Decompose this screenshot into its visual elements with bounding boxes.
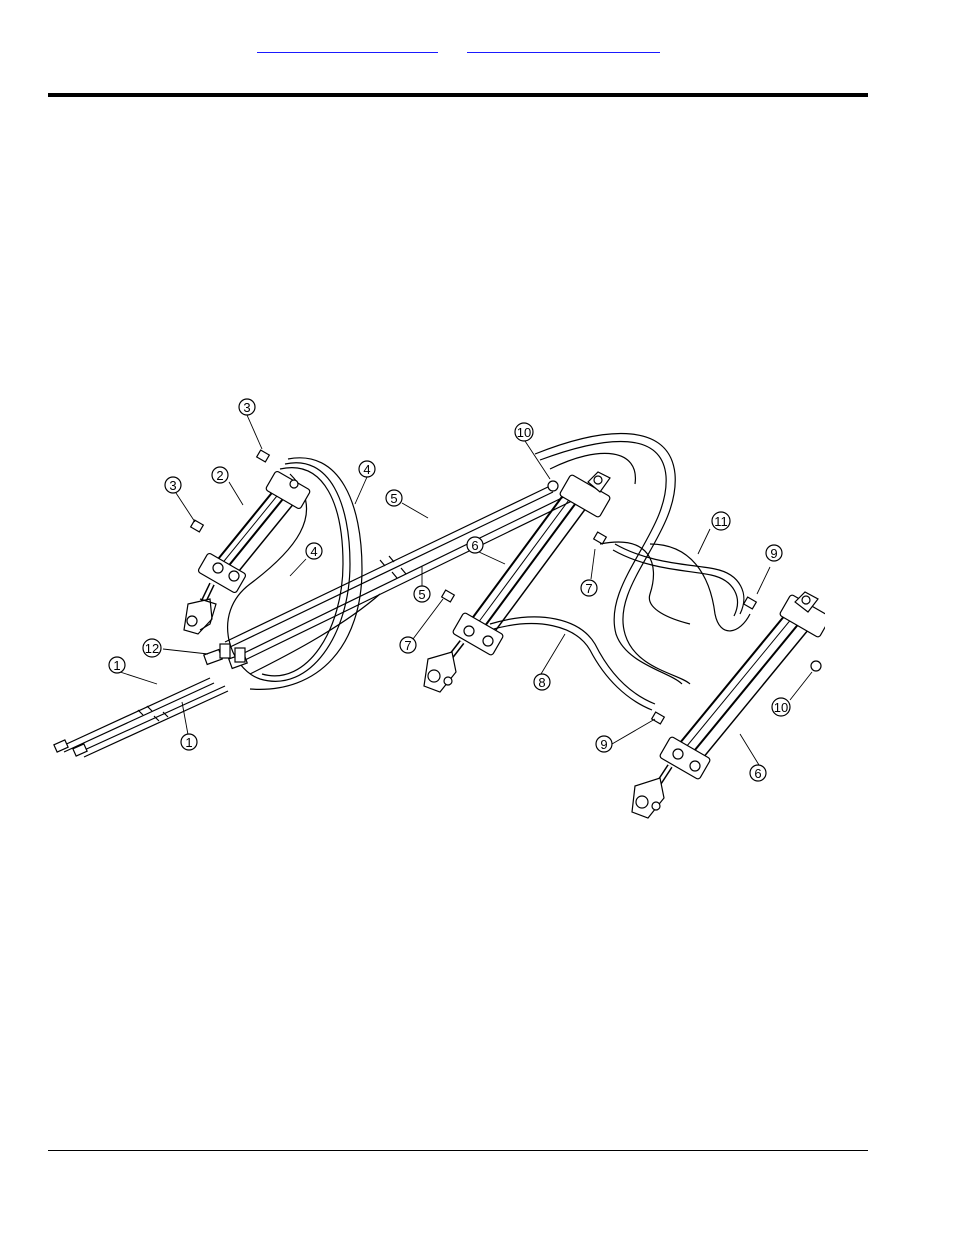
callout-balloon: 9 <box>596 736 612 752</box>
svg-text:5: 5 <box>390 491 397 506</box>
svg-text:3: 3 <box>243 400 250 415</box>
svg-text:8: 8 <box>538 675 545 690</box>
callout-balloon: 7 <box>400 637 416 653</box>
callout-balloon: 2 <box>212 467 228 483</box>
hydraulic-exploded-diagram: 1 1 2 3 3 4 4 5 5 6 6 7 7 8 9 9 10 10 11… <box>50 394 825 826</box>
svg-text:11: 11 <box>714 514 728 529</box>
header-link-1[interactable] <box>257 38 438 53</box>
callout-balloon: 7 <box>581 580 597 596</box>
svg-text:10: 10 <box>517 425 531 440</box>
svg-text:9: 9 <box>600 737 607 752</box>
hose-part-8 <box>490 617 655 710</box>
svg-text:4: 4 <box>310 544 317 559</box>
svg-text:7: 7 <box>585 581 592 596</box>
svg-text:6: 6 <box>471 538 478 553</box>
svg-text:1: 1 <box>113 658 120 673</box>
callout-balloon: 4 <box>306 543 322 559</box>
header-link-2[interactable] <box>467 38 660 53</box>
callout-balloon: 8 <box>534 674 550 690</box>
svg-text:7: 7 <box>404 638 411 653</box>
svg-text:6: 6 <box>754 766 761 781</box>
svg-text:9: 9 <box>770 546 777 561</box>
callout-balloon: 1 <box>181 734 197 750</box>
callout-balloon: 5 <box>414 586 430 602</box>
hose-part-11 <box>613 544 744 616</box>
hose-part-1 <box>54 678 228 757</box>
tee-fitting-12 <box>204 644 247 668</box>
header-rule <box>48 93 868 97</box>
svg-text:12: 12 <box>145 641 159 656</box>
hose-arch-upper <box>535 434 750 684</box>
svg-text:4: 4 <box>363 462 370 477</box>
callout-balloon: 6 <box>750 765 766 781</box>
callout-balloon: 10 <box>772 698 790 716</box>
svg-text:5: 5 <box>418 587 425 602</box>
callout-balloon: 3 <box>165 477 181 493</box>
callout-balloon: 10 <box>515 423 533 441</box>
callout-balloon: 11 <box>712 512 730 530</box>
svg-text:2: 2 <box>216 468 223 483</box>
callout-balloon: 6 <box>467 537 483 553</box>
callout-balloon: 3 <box>239 399 255 415</box>
svg-text:1: 1 <box>185 735 192 750</box>
callout-balloon: 4 <box>359 461 375 477</box>
svg-text:3: 3 <box>169 478 176 493</box>
callout-balloon: 9 <box>766 545 782 561</box>
footer-rule <box>48 1150 868 1151</box>
callout-balloon: 5 <box>386 490 402 506</box>
cylinder-part-6-right <box>632 592 825 818</box>
svg-text:10: 10 <box>774 700 788 715</box>
callout-balloon: 12 <box>143 639 161 657</box>
callout-balloon: 1 <box>109 657 125 673</box>
hose-part-5 <box>225 486 574 660</box>
